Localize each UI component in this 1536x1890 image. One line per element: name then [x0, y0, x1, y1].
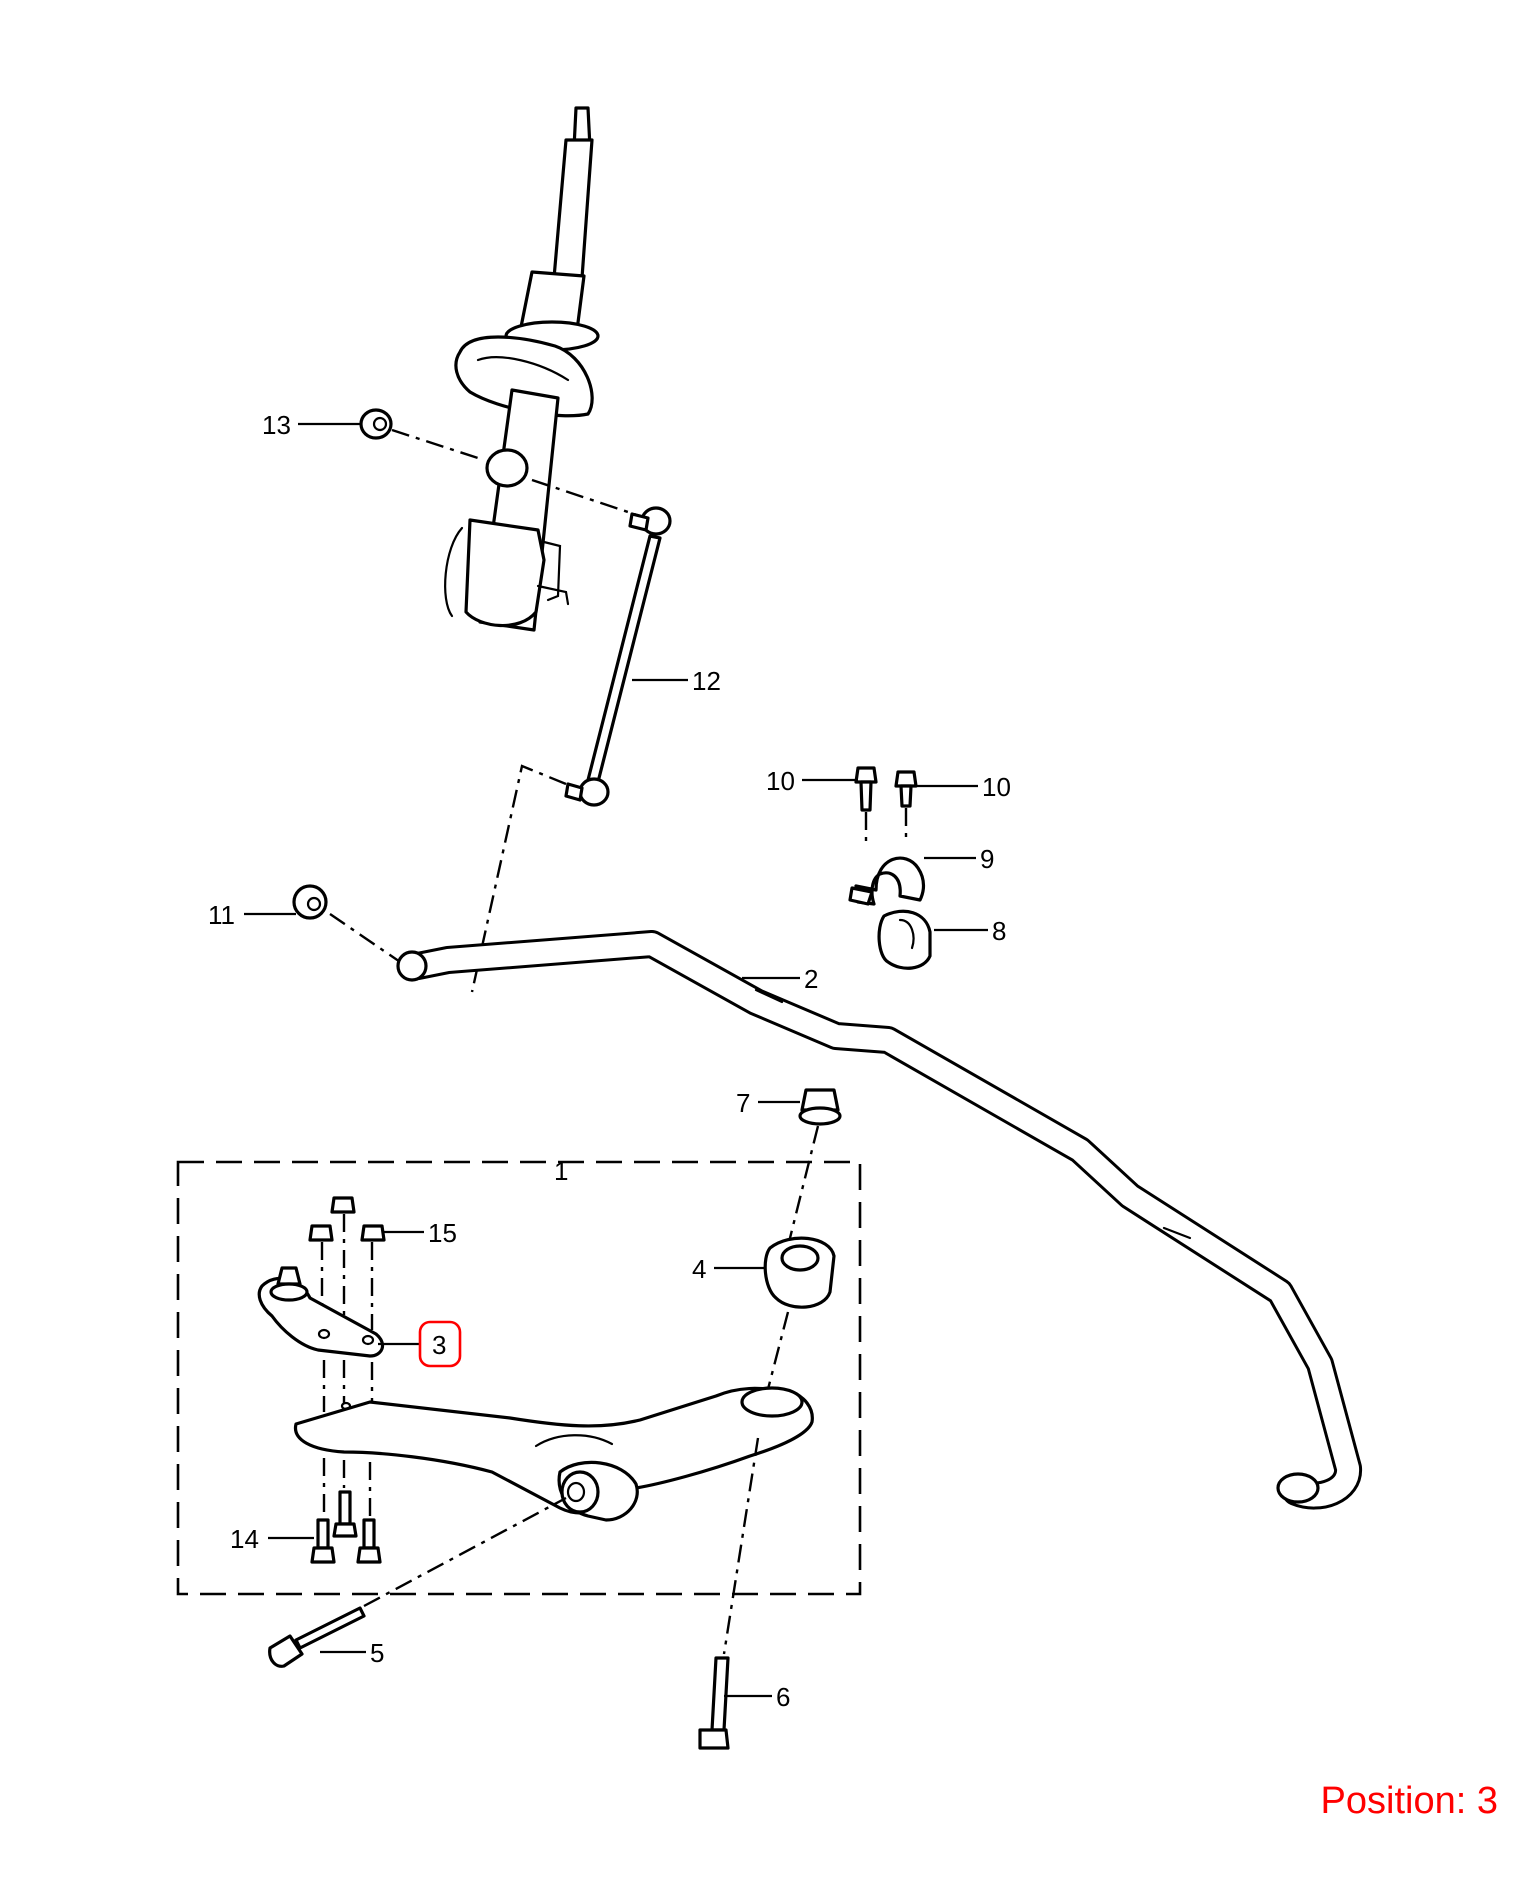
- callout-10-right: 10: [982, 772, 1011, 802]
- part-4-bushing: [763, 1236, 836, 1309]
- callout-1: 1: [554, 1156, 568, 1186]
- callout-11: 11: [208, 900, 235, 930]
- part-6-bolt: [698, 1656, 730, 1750]
- callout-12: 12: [692, 666, 721, 696]
- callout-15: 15: [428, 1218, 457, 1248]
- callout-7: 7: [736, 1088, 750, 1118]
- part-3-ball-joint: [257, 1266, 385, 1358]
- callout-3-highlight: [418, 1320, 462, 1368]
- position-label: Position: 3: [1320, 1780, 1498, 1822]
- part-14-bolts: [310, 1490, 382, 1564]
- part-5-bolt: [268, 1606, 366, 1668]
- callout-6: 6: [776, 1682, 790, 1712]
- callout-2: 2: [804, 964, 818, 994]
- part-13-nut: [359, 408, 393, 440]
- part-12-stabilizer-link: [564, 506, 672, 807]
- part-1-assembly-boundary: [176, 1160, 862, 1596]
- callout-4: 4: [692, 1254, 706, 1284]
- part-15-nuts: [308, 1196, 386, 1242]
- part-2-stabilizer-bar: [396, 930, 1362, 1510]
- callout-13: 13: [262, 410, 291, 440]
- part-8-bushing: [877, 909, 932, 970]
- callout-9: 9: [980, 844, 994, 874]
- callout-5: 5: [370, 1638, 384, 1668]
- callout-10-left: 10: [766, 766, 795, 796]
- part-7-nut: [798, 1088, 842, 1126]
- callout-8: 8: [992, 916, 1006, 946]
- part-10-bolt-right: [894, 770, 918, 808]
- callout-14: 14: [230, 1524, 259, 1554]
- part-9-clamp: [848, 856, 926, 906]
- callout-3: 3: [432, 1330, 446, 1360]
- part-10-bolt-left: [854, 766, 878, 812]
- strut-assembly: [444, 106, 600, 632]
- control-arm: [293, 1386, 814, 1522]
- part-11-nut: [292, 884, 328, 920]
- leader-lines: [244, 422, 988, 1698]
